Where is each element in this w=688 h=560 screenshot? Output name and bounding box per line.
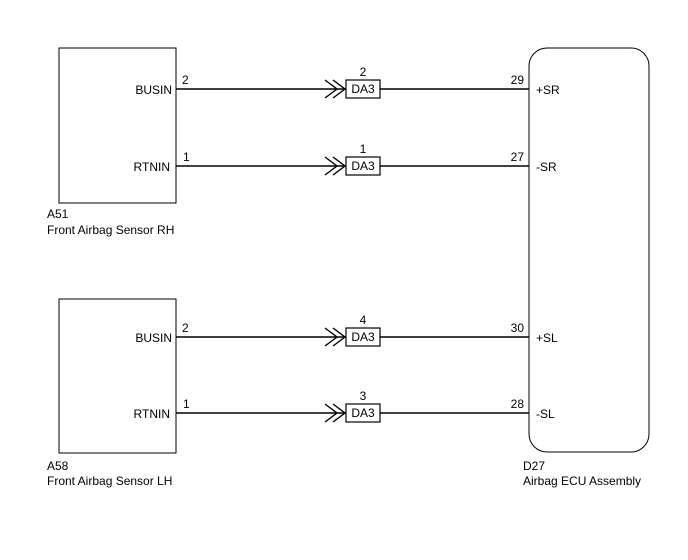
connector-pin-number: 4 bbox=[360, 313, 367, 327]
sensor-a51-name: Front Airbag Sensor RH bbox=[47, 223, 174, 237]
sensor-a58-box bbox=[58, 298, 177, 454]
sensor-a58-name: Front Airbag Sensor LH bbox=[47, 474, 172, 488]
sensor-pin-number: 2 bbox=[182, 73, 189, 87]
ecu-pin-label: -SL bbox=[536, 407, 555, 421]
sensor-a51-code: A51 bbox=[47, 207, 69, 221]
connector-pin-number: 2 bbox=[360, 65, 367, 79]
wire-a58-busin: BUSIN 2 DA3 4 30 +SL bbox=[135, 313, 558, 347]
pin-label: RTNIN bbox=[134, 407, 170, 421]
connector-pin-number: 3 bbox=[360, 389, 367, 403]
ecu-pin-label: -SR bbox=[536, 160, 557, 174]
connector-pin-number: 1 bbox=[360, 142, 367, 156]
ecu-pin-number: 29 bbox=[511, 73, 525, 87]
sensor-pin-number: 2 bbox=[182, 321, 189, 335]
ecu-pin-label: +SL bbox=[536, 331, 558, 345]
pin-label: RTNIN bbox=[134, 160, 170, 174]
wire-a51-rtnin: RTNIN 1 DA3 1 27 -SR bbox=[134, 142, 557, 176]
pin-label: BUSIN bbox=[135, 83, 172, 97]
ecu-code: D27 bbox=[523, 459, 545, 473]
connector-name: DA3 bbox=[351, 406, 375, 420]
sensor-pin-number: 1 bbox=[183, 397, 190, 411]
sensor-a51-box bbox=[58, 47, 177, 204]
pin-label: BUSIN bbox=[135, 331, 172, 345]
sensor-a58-code: A58 bbox=[47, 459, 69, 473]
wire-a51-busin: BUSIN 2 DA3 2 29 +SR bbox=[135, 65, 560, 99]
ecu-box bbox=[528, 47, 650, 453]
ecu-name: Airbag ECU Assembly bbox=[523, 474, 641, 488]
connector-name: DA3 bbox=[351, 159, 375, 173]
ecu-pin-number: 28 bbox=[511, 397, 525, 411]
sensor-pin-number: 1 bbox=[183, 150, 190, 164]
connector-name: DA3 bbox=[351, 330, 375, 344]
ecu-pin-number: 30 bbox=[511, 321, 525, 335]
connector-name: DA3 bbox=[351, 82, 375, 96]
wire-a58-rtnin: RTNIN 1 DA3 3 28 -SL bbox=[134, 389, 555, 423]
ecu-pin-label: +SR bbox=[536, 83, 560, 97]
ecu-pin-number: 27 bbox=[511, 150, 525, 164]
